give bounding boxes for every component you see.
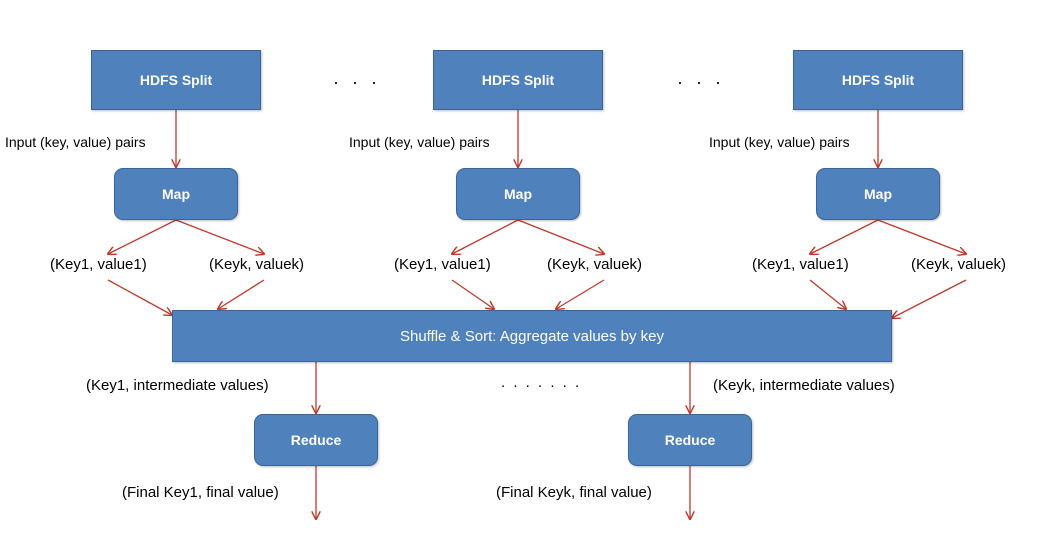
reduce-1-label: Reduce — [290, 432, 342, 448]
map-3: Map — [816, 168, 940, 220]
arrow-map1-pair-first — [108, 219, 177, 254]
arrow-pair3b-shuffle — [892, 279, 967, 318]
pair-last-label-2: (Keyk, valuek) — [547, 256, 643, 273]
pair-first-label-2: (Key1, value1) — [394, 256, 491, 273]
arrow-map1-pair-last — [175, 219, 264, 254]
arrow-map3-pair-last — [877, 219, 966, 254]
ellipsis-reducers: . . . . . . . — [501, 374, 582, 391]
hdfs-split-3-label: HDFS Split — [841, 72, 915, 88]
map-2: Map — [456, 168, 580, 220]
pair-first-label-1: (Key1, value1) — [50, 256, 147, 273]
arrow-map2-pair-first — [452, 219, 519, 254]
arrow-pair1b-shuffle — [218, 279, 265, 309]
map-1-label: Map — [162, 186, 190, 202]
map-3-label: Map — [864, 186, 892, 202]
reduce-2: Reduce — [628, 414, 752, 466]
pair-first-label-3: (Key1, value1) — [752, 256, 849, 273]
reduce-2-label: Reduce — [664, 432, 716, 448]
arrow-map3-pair-first — [810, 219, 879, 254]
reduce-1: Reduce — [254, 414, 378, 466]
ellipsis-splits-2: · · · — [677, 72, 725, 92]
pair-last-label-3: (Keyk, valuek) — [911, 256, 1007, 273]
ellipsis-splits-1: · · · — [333, 72, 381, 92]
hdfs-split-1: HDFS Split — [91, 50, 261, 110]
shuffle-sort-label: Shuffle & Sort: Aggregate values by key — [399, 327, 665, 345]
input-pairs-label-2: Input (key, value) pairs — [349, 134, 490, 150]
hdfs-split-2-label: HDFS Split — [481, 72, 555, 88]
arrow-map2-pair-last — [517, 219, 604, 254]
final-first-label: (Final Key1, final value) — [122, 484, 279, 501]
arrow-pair2a-shuffle — [451, 279, 494, 309]
hdfs-split-2: HDFS Split — [433, 50, 603, 110]
pair-last-label-1: (Keyk, valuek) — [209, 256, 305, 273]
map-1: Map — [114, 168, 238, 220]
input-pairs-label-1: Input (key, value) pairs — [5, 134, 146, 150]
hdfs-split-1-label: HDFS Split — [139, 72, 213, 88]
arrow-pair1a-shuffle — [107, 279, 172, 315]
input-pairs-label-3: Input (key, value) pairs — [709, 134, 850, 150]
shuffle-sort-box: Shuffle & Sort: Aggregate values by key — [172, 310, 892, 362]
final-last-label: (Final Keyk, final value) — [496, 484, 652, 501]
intermediate-first-label: (Key1, intermediate values) — [86, 377, 269, 394]
arrow-pair3a-shuffle — [809, 279, 846, 309]
intermediate-last-label: (Keyk, intermediate values) — [713, 377, 895, 394]
map-2-label: Map — [504, 186, 532, 202]
hdfs-split-3: HDFS Split — [793, 50, 963, 110]
arrow-pair2b-shuffle — [556, 279, 605, 309]
